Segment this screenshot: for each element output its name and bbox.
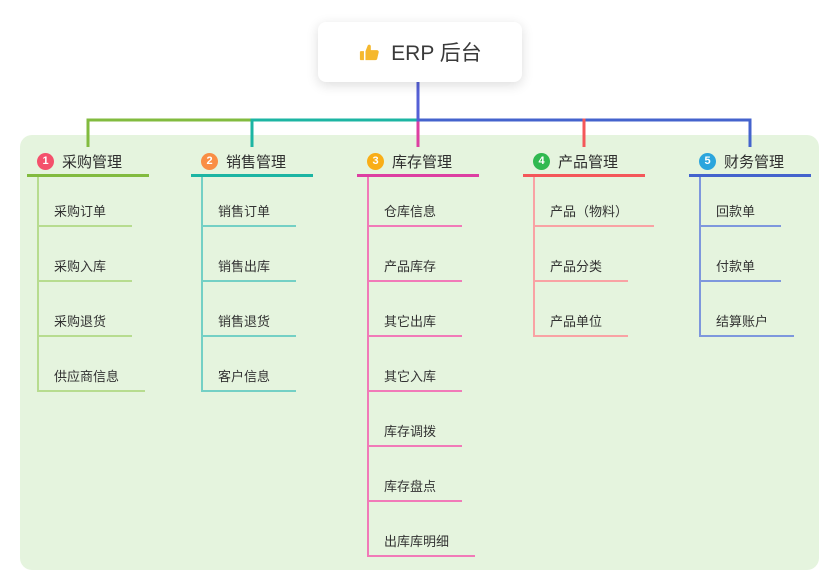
branch-5: 5 财务管理回款单付款单结算账户 [689, 148, 811, 337]
child-node[interactable]: 产品单位 [535, 282, 629, 337]
child-node[interactable]: 产品分类 [535, 227, 629, 282]
child-node-label: 销售退货 [218, 314, 271, 329]
child-node-label: 库存盘点 [384, 479, 437, 494]
child-node[interactable]: 其它入库 [369, 337, 463, 392]
branch-number-badge: 4 [533, 152, 550, 170]
branch-title: 财务管理 [724, 153, 785, 171]
child-node[interactable]: 产品（物料） [535, 177, 655, 227]
child-node[interactable]: 客户信息 [203, 337, 297, 392]
branch-title: 销售管理 [226, 153, 287, 171]
branch-header-5[interactable]: 5 财务管理 [689, 148, 811, 177]
child-node[interactable]: 出库库明细 [369, 502, 476, 557]
child-node-label: 产品库存 [384, 259, 437, 274]
branch-children-list: 产品（物料） 产品分类产品单位 [533, 177, 655, 337]
branch-header-1[interactable]: 1 采购管理 [27, 148, 149, 177]
child-node-label: 采购订单 [54, 204, 107, 219]
child-node[interactable]: 供应商信息 [39, 337, 146, 392]
child-node-label: 库存调拨 [384, 424, 437, 439]
child-node-label: 回款单 [716, 204, 756, 219]
branch-header-2[interactable]: 2 销售管理 [191, 148, 313, 177]
branches-panel [20, 135, 819, 570]
child-node[interactable]: 结算账户 [701, 282, 795, 337]
root-node[interactable]: ERP 后台 [318, 22, 522, 82]
child-node-label: 产品分类 [550, 259, 603, 274]
thumbs-up-icon [360, 44, 379, 60]
child-node[interactable]: 产品库存 [369, 227, 463, 282]
child-node[interactable]: 库存盘点 [369, 447, 463, 502]
child-node-label: 出库库明细 [384, 534, 450, 549]
branch-number-badge: 2 [201, 152, 218, 170]
child-node[interactable]: 采购入库 [39, 227, 133, 282]
child-node-label: 采购入库 [54, 259, 107, 274]
branch-title: 产品管理 [558, 153, 619, 171]
child-node[interactable]: 付款单 [701, 227, 782, 282]
child-node-label: 其它出库 [384, 314, 437, 329]
child-node-label: 销售订单 [218, 204, 271, 219]
branch-3: 3 库存管理仓库信息产品库存其它出库其它入库库存调拨库存盘点出库库明细 [357, 148, 479, 557]
branch-number-badge: 5 [699, 152, 716, 170]
branch-children-list: 销售订单销售出库销售退货客户信息 [201, 177, 313, 392]
child-node[interactable]: 采购退货 [39, 282, 133, 337]
child-node-label: 产品（物料） [550, 204, 629, 219]
child-node[interactable]: 销售退货 [203, 282, 297, 337]
root-node-label: ERP 后台 [391, 42, 482, 65]
child-node[interactable]: 销售订单 [203, 177, 297, 227]
child-node[interactable]: 其它出库 [369, 282, 463, 337]
child-node-label: 采购退货 [54, 314, 107, 329]
branch-1: 1 采购管理采购订单采购入库采购退货供应商信息 [27, 148, 149, 392]
branch-title: 库存管理 [392, 153, 453, 171]
branch-title: 采购管理 [62, 153, 123, 171]
branch-header-3[interactable]: 3 库存管理 [357, 148, 479, 177]
branch-header-4[interactable]: 4 产品管理 [523, 148, 645, 177]
branch-children-list: 采购订单采购入库采购退货供应商信息 [37, 177, 149, 392]
branch-children-list: 回款单付款单结算账户 [699, 177, 811, 337]
branch-2: 2 销售管理销售订单销售出库销售退货客户信息 [191, 148, 313, 392]
child-node[interactable]: 销售出库 [203, 227, 297, 282]
child-node-label: 其它入库 [384, 369, 437, 384]
child-node[interactable]: 仓库信息 [369, 177, 463, 227]
child-node-label: 付款单 [716, 259, 756, 274]
child-node-label: 销售出库 [218, 259, 271, 274]
child-node-label: 产品单位 [550, 314, 603, 329]
branch-4: 4 产品管理产品（物料） 产品分类产品单位 [523, 148, 655, 337]
child-node[interactable]: 库存调拨 [369, 392, 463, 447]
child-node[interactable]: 采购订单 [39, 177, 133, 227]
child-node-label: 客户信息 [218, 369, 271, 384]
child-node-label: 仓库信息 [384, 204, 437, 219]
child-node-label: 供应商信息 [54, 369, 120, 384]
child-node[interactable]: 回款单 [701, 177, 782, 227]
child-node-label: 结算账户 [716, 314, 769, 329]
branch-number-badge: 3 [367, 152, 384, 170]
branch-children-list: 仓库信息产品库存其它出库其它入库库存调拨库存盘点出库库明细 [367, 177, 479, 557]
branch-number-badge: 1 [37, 152, 54, 170]
